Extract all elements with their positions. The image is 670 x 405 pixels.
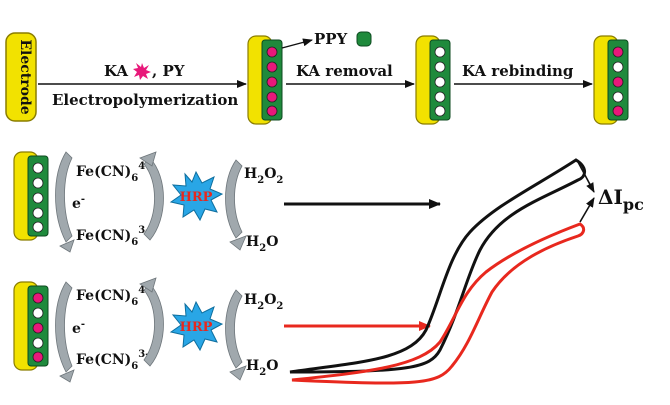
hrp-label-top: HRP <box>180 190 213 205</box>
ferri-label-top: Fe(CN)63- <box>76 225 149 248</box>
electron-transfer-arrowhead-bottom <box>59 369 75 383</box>
cv-trace-black <box>289 158 586 374</box>
electrode-after-removal <box>415 35 451 125</box>
fe-cycle-arrowhead-top <box>139 151 157 167</box>
hrp-enzyme-icon-bottom: HRP <box>169 300 224 352</box>
electron-transfer-arrowhead-top <box>59 239 75 253</box>
sensor-electrode-empty <box>13 151 49 241</box>
ka-removal-label: KA removal <box>296 62 393 80</box>
electron-label-top: e- <box>72 194 85 212</box>
h2o2-cycle-arrow-top <box>225 159 243 239</box>
bare-electrode: Electrode <box>5 32 37 122</box>
imprinted-electrode-with-ka <box>247 35 283 125</box>
electron-transfer-arrow-top <box>55 151 73 243</box>
delta-ipc-arrow-top <box>577 161 595 193</box>
ferro-label-bottom: Fe(CN)64- <box>76 285 149 308</box>
cv-trace-red <box>291 222 586 385</box>
h2o2-cycle-arrow-bottom <box>225 289 243 369</box>
fe-cycle-arrow-top <box>143 157 164 241</box>
sensor-electrode-ka-bound <box>13 281 49 371</box>
step1-ka-label: KA <box>104 62 128 80</box>
ppy-swatch-icon <box>356 31 372 47</box>
ppy-pointer-arrow <box>281 38 313 49</box>
step1-py-label: , PY <box>152 62 185 80</box>
delta-ipc-arrow-bottom <box>579 197 595 223</box>
h2o-label-top: H2O <box>246 234 278 254</box>
electrode-after-rebinding <box>593 35 629 125</box>
h2o2-cycle-arrowhead-top <box>229 235 247 251</box>
h2o2-label-bottom: H2O2 <box>244 292 283 312</box>
electron-label-bottom: e- <box>72 319 85 337</box>
ka-rebinding-label: KA rebinding <box>462 62 574 80</box>
ppy-label: PPY <box>314 30 348 48</box>
delta-ipc-label: ΔIpc <box>598 185 644 214</box>
h2o2-label-top: H2O2 <box>244 166 283 186</box>
ferro-label-top: Fe(CN)64- <box>76 161 149 184</box>
hrp-label-bottom: HRP <box>180 320 213 335</box>
ferri-label-bottom: Fe(CN)63- <box>76 349 149 372</box>
electron-transfer-arrow-bottom <box>55 281 73 373</box>
electrode-label: Electrode <box>17 39 33 114</box>
hrp-enzyme-icon-top: HRP <box>169 170 224 222</box>
ka-star-icon <box>133 63 151 80</box>
fe-cycle-arrow-bottom <box>143 283 164 367</box>
h2o2-cycle-arrowhead-bottom <box>229 365 247 381</box>
fe-cycle-arrowhead-bottom <box>139 277 157 293</box>
h2o-label-bottom: H2O <box>246 358 278 378</box>
step1-method-label: Electropolymerization <box>52 91 238 109</box>
